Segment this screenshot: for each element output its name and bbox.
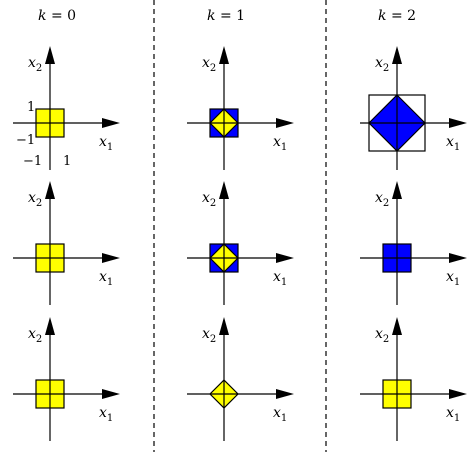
x2-arrowhead [45,46,55,64]
x1-axis-label: x1 [99,134,113,153]
x1-arrowhead [102,118,120,128]
x2-arrowhead [219,181,229,199]
panel-r0-c0: x1 x2 [13,46,120,170]
x2-axis-label: x2 [28,55,42,74]
x1-axis-label: x1 [273,405,287,424]
x2-axis-label: x2 [28,326,42,345]
x1-axis-label: x1 [446,405,460,424]
x2-axis-label: x2 [28,190,42,209]
tick-label-pos-x: 1 [63,154,71,169]
x1-axis-label: x1 [99,269,113,288]
x1-arrowhead [449,118,467,128]
column-header-k2: k = 2 [378,8,416,24]
x2-arrowhead [45,317,55,335]
x1-arrowhead [449,389,467,399]
x1-axis-label: x1 [99,405,113,424]
x1-arrowhead [102,389,120,399]
x2-axis-label: x2 [375,55,389,74]
x2-axis-label: x2 [375,326,389,345]
x2-arrowhead [45,181,55,199]
x1-arrowhead [102,253,120,263]
x1-axis-label: x1 [273,269,287,288]
x1-axis-label: x1 [273,134,287,153]
x2-axis-label: x2 [202,190,216,209]
x2-axis-label: x2 [202,326,216,345]
x2-arrowhead [219,317,229,335]
panel-r1-c0: x1 x2 [13,181,120,305]
tick-label-neg-x: −1 [16,133,35,148]
panel-grid: x1 x2 x1 x2 x1 x2 x1 x2 x1 x2 x1 x2 x1 x2 x1 x2 x1 x2 [13,46,467,441]
panel-r0-c1: x1 x2 [187,46,294,170]
panel-r1-c2: x1 x2 [360,181,467,305]
x1-axis-label: x1 [446,134,460,153]
x2-arrowhead [392,317,402,335]
x2-arrowhead [392,46,402,64]
tick-label-neg-y: −1 [23,154,42,169]
panel-r2-c2: x1 x2 [360,317,467,441]
x2-axis-label: x2 [375,190,389,209]
x1-arrowhead [449,253,467,263]
x2-arrowhead [392,181,402,199]
x1-axis-label: x1 [446,269,460,288]
column-header-k0: k = 0 [38,8,76,24]
x2-arrowhead [219,46,229,64]
tick-label-pos-y: 1 [27,100,35,115]
panel-r0-c2: x1 x2 [360,46,467,170]
x1-arrowhead [276,118,294,128]
panel-r2-c1: x1 x2 [187,317,294,441]
x1-arrowhead [276,253,294,263]
column-header-k1: k = 1 [207,8,245,24]
x2-axis-label: x2 [202,55,216,74]
panel-r2-c0: x1 x2 [13,317,120,441]
panel-r1-c1: x1 x2 [187,181,294,305]
x1-arrowhead [276,389,294,399]
